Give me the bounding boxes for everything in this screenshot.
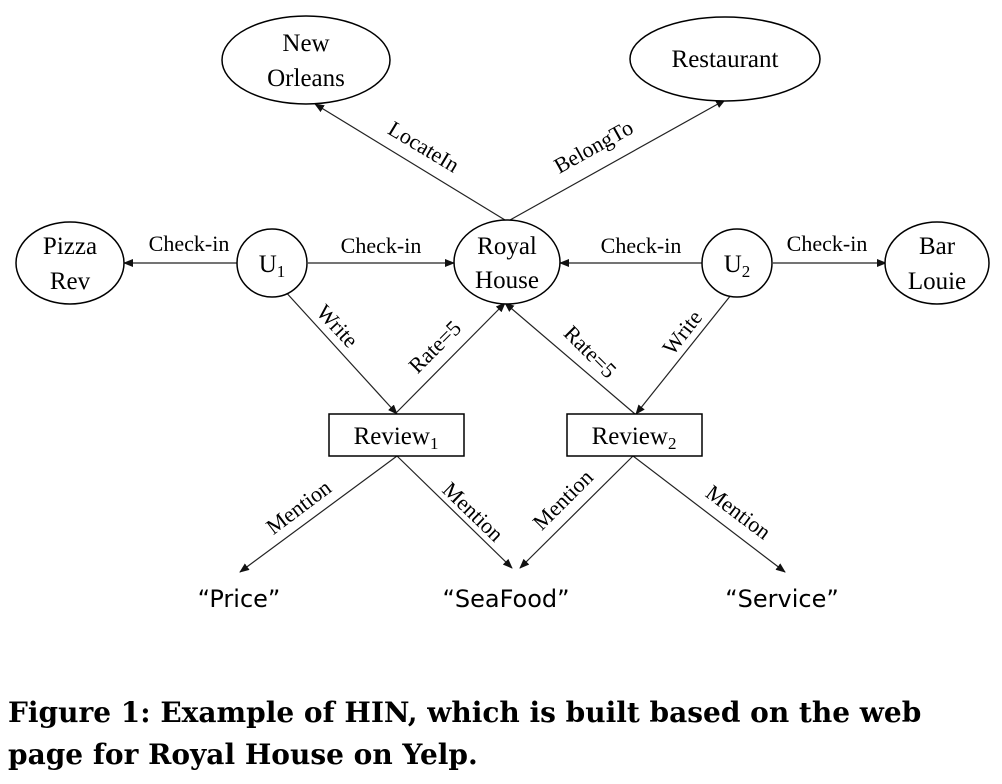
edge-mention-service bbox=[632, 455, 786, 573]
edge-label-checkin-u2-royal: Check-in bbox=[601, 233, 682, 258]
node-royal-house-line1: Royal bbox=[477, 233, 537, 260]
node-bar-louie-line1: Bar bbox=[919, 233, 956, 260]
term-service: “Service” bbox=[725, 585, 839, 613]
node-u2-label: U2 bbox=[724, 251, 751, 281]
edge-label-belongto: BelongTo bbox=[549, 115, 637, 179]
node-restaurant-label: Restaurant bbox=[672, 46, 779, 73]
node-review1-label: Review1 bbox=[354, 423, 439, 453]
edge-label-checkin-u1-pizza: Check-in bbox=[149, 231, 230, 256]
node-royal-house: Royal House bbox=[453, 219, 561, 305]
edge-u1-write bbox=[282, 288, 398, 415]
edge-belongto bbox=[509, 99, 726, 221]
edge-label-write-u1: Write bbox=[312, 299, 364, 352]
edge-mention-seafood-2 bbox=[519, 455, 634, 569]
node-u2: U2 bbox=[701, 228, 773, 298]
edge-u2-write bbox=[635, 289, 736, 415]
edge-review1-rate bbox=[394, 302, 506, 415]
node-new-orleans-line2: Orleans bbox=[267, 65, 345, 92]
node-new-orleans: New Orleans bbox=[221, 15, 391, 105]
edge-label-rate-review2: Rate=5 bbox=[559, 320, 622, 383]
edge-label-write-u2: Write bbox=[657, 305, 707, 359]
edge-label-mention-service: Mention bbox=[701, 480, 776, 545]
node-review1: Review1 bbox=[328, 413, 465, 457]
edge-label-checkin-u1-royal: Check-in bbox=[341, 233, 422, 258]
node-royal-house-line2: House bbox=[475, 267, 539, 294]
node-pizza-rev-line1: Pizza bbox=[43, 233, 97, 260]
term-seafood: “SeaFood” bbox=[442, 585, 569, 613]
node-u1-label: U1 bbox=[259, 251, 286, 281]
node-pizza-rev: Pizza Rev bbox=[15, 221, 125, 305]
edge-locatein bbox=[314, 103, 506, 221]
edge-label-locatein: LocateIn bbox=[384, 116, 464, 178]
term-price: “Price” bbox=[198, 585, 281, 613]
node-u1: U1 bbox=[236, 228, 308, 298]
edge-mention-seafood-1 bbox=[396, 455, 513, 569]
edge-label-mention-seafood-2: Mention bbox=[527, 464, 597, 534]
edge-label-mention-seafood-1: Mention bbox=[438, 477, 509, 547]
node-review2-label: Review2 bbox=[592, 423, 677, 453]
edge-label-rate-review1: Rate=5 bbox=[403, 315, 466, 378]
node-bar-louie-line2: Louie bbox=[908, 268, 966, 295]
edge-label-mention-price: Mention bbox=[261, 475, 336, 540]
hin-diagram: LocateIn BelongTo Check-in Check-in Chec… bbox=[15, 15, 990, 613]
edge-review2-rate bbox=[504, 302, 636, 415]
node-restaurant: Restaurant bbox=[629, 16, 821, 102]
node-pizza-rev-line2: Rev bbox=[50, 268, 91, 295]
node-review2: Review2 bbox=[566, 413, 703, 457]
node-new-orleans-line1: New bbox=[282, 30, 329, 57]
edge-label-checkin-u2-bar: Check-in bbox=[787, 231, 868, 256]
node-bar-louie: Bar Louie bbox=[884, 221, 990, 305]
edge-mention-price bbox=[239, 455, 398, 573]
figure-caption: Figure 1: Example of HIN, which is built… bbox=[8, 696, 922, 771]
